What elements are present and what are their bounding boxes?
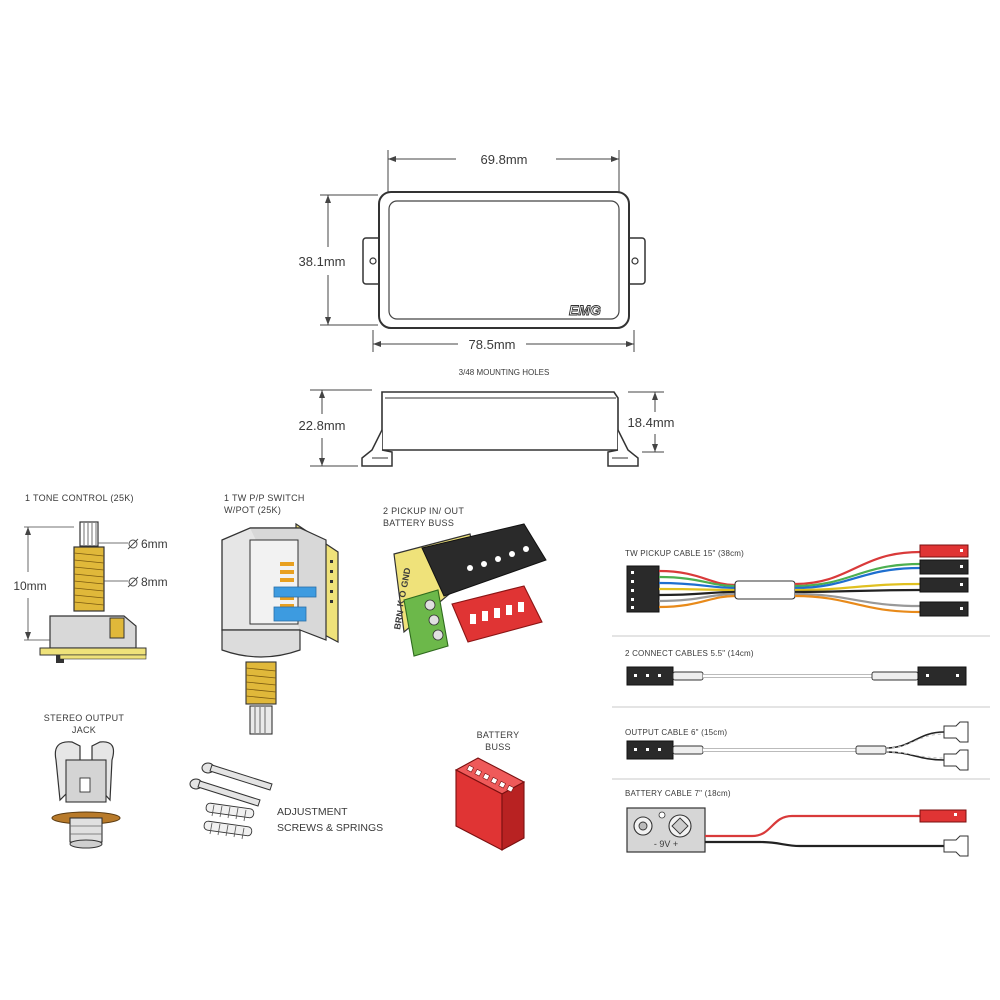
width-bottom-label: 78.5mm bbox=[469, 337, 516, 352]
tone-control: 1 TONE CONTROL (25K) 10mm 6mm bbox=[13, 493, 168, 663]
side-height-left-label: 22.8mm bbox=[299, 418, 346, 433]
mounting-holes-label: 3/48 MOUNTING HOLES bbox=[459, 368, 550, 377]
stereo-output-jack: STEREO OUTPUT JACK bbox=[44, 713, 125, 849]
tw-push-pull-switch: 1 TW P/P SWITCH W/POT (25K) bbox=[221, 493, 339, 735]
battery-buss-label-line1: BATTERY bbox=[477, 730, 520, 740]
emg-logo: EMG bbox=[569, 302, 601, 318]
pickup-in-out-battery-buss: 2 PICKUP IN/ OUT BATTERY BUSS BRN K O GN… bbox=[383, 506, 547, 657]
side-height-right-label: 18.4mm bbox=[628, 415, 675, 430]
switch-label-line1: 1 TW P/P SWITCH bbox=[224, 493, 305, 503]
tone-dim-6: 6mm bbox=[141, 537, 168, 551]
tw-pickup-cable-label: TW PICKUP CABLE 15" (38cm) bbox=[625, 549, 744, 558]
stereo-jack-label-line2: JACK bbox=[72, 725, 96, 735]
output-cable: OUTPUT CABLE 6" (15cm) bbox=[625, 721, 969, 771]
tone-dim-10: 10mm bbox=[13, 579, 46, 593]
pickup-side-view: 22.8mm 18.4mm bbox=[299, 389, 675, 467]
connect-cables-label: 2 CONNECT CABLES 5.5" (14cm) bbox=[625, 649, 754, 658]
battery-buss: BATTERY BUSS bbox=[454, 730, 526, 851]
buss-label-line2: BATTERY BUSS bbox=[383, 518, 454, 528]
buss-terminal-gnd: GND bbox=[399, 566, 412, 588]
stereo-jack-label-line1: STEREO OUTPUT bbox=[44, 713, 125, 723]
connect-cables: 2 CONNECT CABLES 5.5" (14cm) bbox=[625, 649, 967, 686]
screws-label-line1: ADJUSTMENT bbox=[277, 806, 348, 818]
buss-terminal-brn: BRN bbox=[392, 609, 405, 630]
width-top-label: 69.8mm bbox=[481, 152, 528, 167]
tone-control-label: 1 TONE CONTROL (25K) bbox=[25, 493, 134, 503]
output-cable-label: OUTPUT CABLE 6" (15cm) bbox=[625, 728, 727, 737]
battery-cable-label: BATTERY CABLE 7" (18cm) bbox=[625, 789, 731, 798]
screws-label-line2: SCREWS & SPRINGS bbox=[277, 822, 383, 834]
pickup-top-view: 69.8mm 38.1mm EMG 78.5mm 3/48 MOUNTING H… bbox=[299, 150, 646, 377]
height-label: 38.1mm bbox=[299, 254, 346, 269]
buss-label-line1: 2 PICKUP IN/ OUT bbox=[383, 506, 464, 516]
switch-label-line2: W/POT (25K) bbox=[224, 505, 281, 515]
battery-9v-label: - 9V + bbox=[654, 839, 678, 849]
spring-icons bbox=[203, 802, 255, 840]
buss-terminal-k: K bbox=[395, 599, 406, 608]
adjustment-screws-springs: ADJUSTMENT SCREWS & SPRINGS bbox=[189, 762, 383, 840]
buss-terminal-o: O bbox=[397, 590, 408, 599]
battery-cable: BATTERY CABLE 7" (18cm) - 9V + bbox=[625, 789, 969, 857]
tw-pickup-cable: TW PICKUP CABLE 15" (38cm) bbox=[625, 544, 969, 617]
battery-buss-label-line2: BUSS bbox=[485, 742, 511, 752]
tone-dim-8: 8mm bbox=[141, 575, 168, 589]
